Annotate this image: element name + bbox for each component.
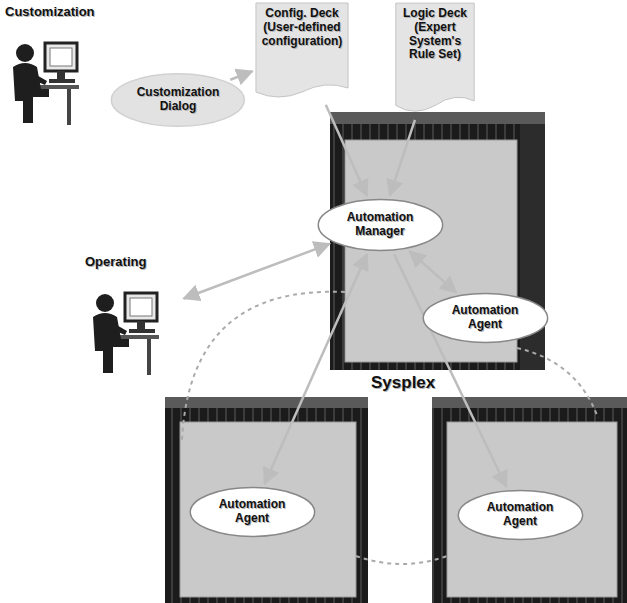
ellipse-node: Automation Agent: [189, 486, 316, 538]
node-title: Automation Agent: [211, 498, 293, 526]
node-subtitle: (User-defined configuration): [259, 21, 345, 49]
node-text: Automation Manager: [339, 211, 421, 239]
node-title: Automation Manager: [339, 211, 421, 239]
connector-arrow: [230, 71, 252, 79]
document-node: Logic Deck(Expert System's Rule Set): [395, 2, 475, 117]
left-mainframe: [165, 397, 368, 603]
connector-arrow: [265, 254, 367, 483]
node-title: Config. Deck: [259, 7, 345, 21]
ellipse-node: Automation Agent: [422, 292, 549, 344]
sysplex-label: Sysplex: [368, 373, 438, 393]
node-title: Customization Dialog: [134, 86, 222, 114]
ellipse-node: Automation Agent: [457, 489, 584, 541]
person-at-computer-icon: [9, 31, 79, 126]
actor-node: Customization: [5, 5, 125, 130]
node-text: Customization: [5, 5, 120, 20]
ellipse-node: Automation Manager: [317, 198, 444, 252]
node-title: Customization: [5, 5, 120, 20]
node-text: Customization Dialog: [134, 86, 222, 114]
node-subtitle: (Expert System's Rule Set): [399, 21, 471, 62]
connector-arrow: [184, 244, 330, 299]
node-title: Logic Deck: [399, 7, 471, 21]
sysplex-link: [182, 292, 598, 564]
right-mainframe: [432, 397, 627, 603]
ellipse-node: Customization Dialog: [110, 72, 246, 128]
node-title: Automation Agent: [444, 304, 526, 332]
node-text: Logic Deck(Expert System's Rule Set): [399, 7, 471, 62]
person-at-computer-icon: [89, 281, 159, 376]
connector-arrow: [390, 120, 415, 196]
document-node: Config. Deck(User-defined configuration): [255, 2, 349, 102]
connector-arrow: [410, 251, 456, 292]
node-text: Automation Agent: [444, 304, 526, 332]
node-title: Automation Agent: [479, 501, 561, 529]
node-text: Config. Deck(User-defined configuration): [259, 7, 345, 48]
node-title: Operating: [85, 255, 177, 270]
connector-arrow: [394, 254, 506, 487]
node-text: Automation Agent: [211, 498, 293, 526]
node-text: Operating: [85, 255, 177, 270]
node-text: Automation Agent: [479, 501, 561, 529]
connector-arrow: [326, 105, 367, 196]
actor-node: Operating: [85, 255, 181, 380]
